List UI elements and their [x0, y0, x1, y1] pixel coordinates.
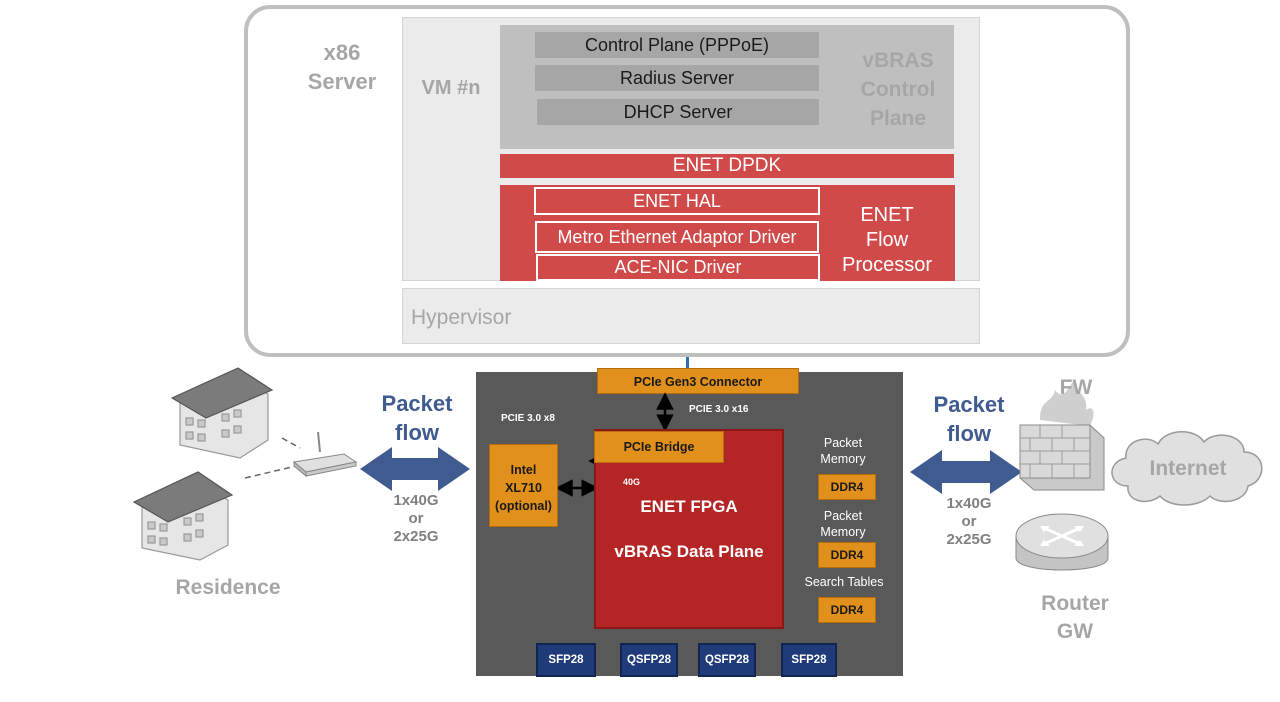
right-packet-line1: Packet	[933, 392, 1005, 417]
fp-title-line3: Processor	[841, 254, 933, 276]
router-line2: GW	[1056, 620, 1094, 643]
cp-title-line1: vBRAS	[862, 49, 934, 72]
firewall-icon	[1019, 380, 1105, 491]
intel-line2: XL710	[505, 481, 542, 495]
internet-label: Internet	[1149, 457, 1227, 480]
fpga-subtitle: vBRAS Data Plane	[614, 542, 764, 561]
fw-label: FW	[1059, 376, 1093, 399]
control-plane-pppoe: Control Plane (PPPoE)	[535, 32, 819, 58]
flow-processor-title: ENET Flow Processor	[828, 203, 946, 278]
right-rate-label: 1x40G or 2x25G	[929, 495, 1009, 549]
router-gw-icon	[1015, 513, 1109, 571]
wifi-router-icon	[292, 431, 358, 478]
port-sfp28-2: SFP28	[781, 643, 837, 677]
metro-ethernet-adaptor-driver: Metro Ethernet Adaptor Driver	[535, 221, 819, 253]
residence-label: Residence	[175, 576, 281, 599]
vbras-control-plane-title: vBRAS Control Plane	[838, 46, 958, 133]
right-rate-line2: or	[961, 513, 977, 530]
router-gw-label: Router GW	[1020, 590, 1130, 646]
ddr4-chip-3: DDR4	[818, 597, 876, 623]
hypervisor-label: Hypervisor	[411, 306, 512, 329]
port-qsfp28-2: QSFP28	[698, 643, 756, 677]
enet-hal: ENET HAL	[534, 187, 820, 215]
cp-title-line2: Control	[860, 78, 936, 101]
port-sfp28-1: SFP28	[536, 643, 596, 677]
left-rate-line1: 1x40G	[393, 492, 439, 509]
right-rate-line3: 2x25G	[946, 531, 992, 548]
left-rate-label: 1x40G or 2x25G	[376, 492, 456, 546]
x86-label-line1: x86	[323, 40, 361, 65]
pcie-gen3-connector: PCIe Gen3 Connector	[597, 368, 799, 394]
intel-line3: (optional)	[495, 499, 552, 513]
left-packet-flow-arrow	[360, 447, 470, 491]
left-rate-line2: or	[408, 510, 424, 527]
pcie-x16-label: PCIE 3.0 x16	[689, 404, 749, 415]
right-packet-flow-arrow	[910, 450, 1022, 494]
wifi-link-line	[244, 465, 297, 479]
ddr4-chip-1: DDR4	[818, 474, 876, 500]
pcie-bridge: PCIe Bridge	[594, 431, 724, 463]
ace-nic-driver: ACE-NIC Driver	[536, 254, 820, 281]
server-card-connector-line	[686, 357, 689, 369]
internet-cloud-icon	[1111, 431, 1263, 506]
house-icon	[132, 471, 234, 561]
memory-2-label-line2: Memory	[820, 525, 866, 539]
fp-title-line1: ENET	[860, 204, 914, 226]
right-packet-flow-label: Packet flow	[918, 390, 1020, 448]
left-packet-flow-label: Packet flow	[366, 389, 468, 447]
memory-2-label: Packet Memory	[810, 508, 876, 540]
intel-line1: Intel	[510, 463, 537, 477]
vm-label: VM #n	[421, 77, 481, 99]
fpga-title: ENET FPGA	[640, 497, 738, 516]
flow-processor-box	[500, 185, 955, 281]
left-packet-line2: flow	[395, 420, 439, 445]
memory-1-label-line1: Packet	[823, 436, 863, 450]
router-line1: Router	[1041, 592, 1109, 615]
intel-xl710-chip: Intel XL710 (optional)	[489, 444, 558, 527]
fp-title-line2: Flow	[865, 229, 909, 251]
dhcp-server: DHCP Server	[537, 99, 819, 125]
left-packet-line1: Packet	[381, 391, 453, 416]
ddr4-chip-2: DDR4	[818, 542, 876, 568]
radius-server: Radius Server	[535, 65, 819, 91]
house-icon	[170, 367, 274, 459]
left-rate-line3: 2x25G	[393, 528, 439, 545]
memory-2-label-line1: Packet	[823, 509, 863, 523]
memory-1-label-line2: Memory	[820, 452, 866, 466]
port-qsfp28-1: QSFP28	[620, 643, 678, 677]
cp-title-line3: Plane	[869, 107, 927, 130]
x86-label-line2: Server	[307, 69, 377, 94]
wifi-link-line	[281, 437, 301, 449]
right-rate-line1: 1x40G	[946, 495, 992, 512]
enet-dpdk-bar: ENET DPDK	[500, 154, 954, 178]
link-40g-label: 40G	[623, 477, 641, 487]
memory-1-label: Packet Memory	[810, 435, 876, 467]
right-packet-line2: flow	[947, 421, 991, 446]
pcie-x8-label: PCIE 3.0 x8	[501, 413, 555, 424]
x86-server-label: x86 Server	[292, 38, 392, 96]
search-tables-label: Search Tables	[804, 575, 884, 589]
hypervisor-box	[402, 288, 980, 344]
